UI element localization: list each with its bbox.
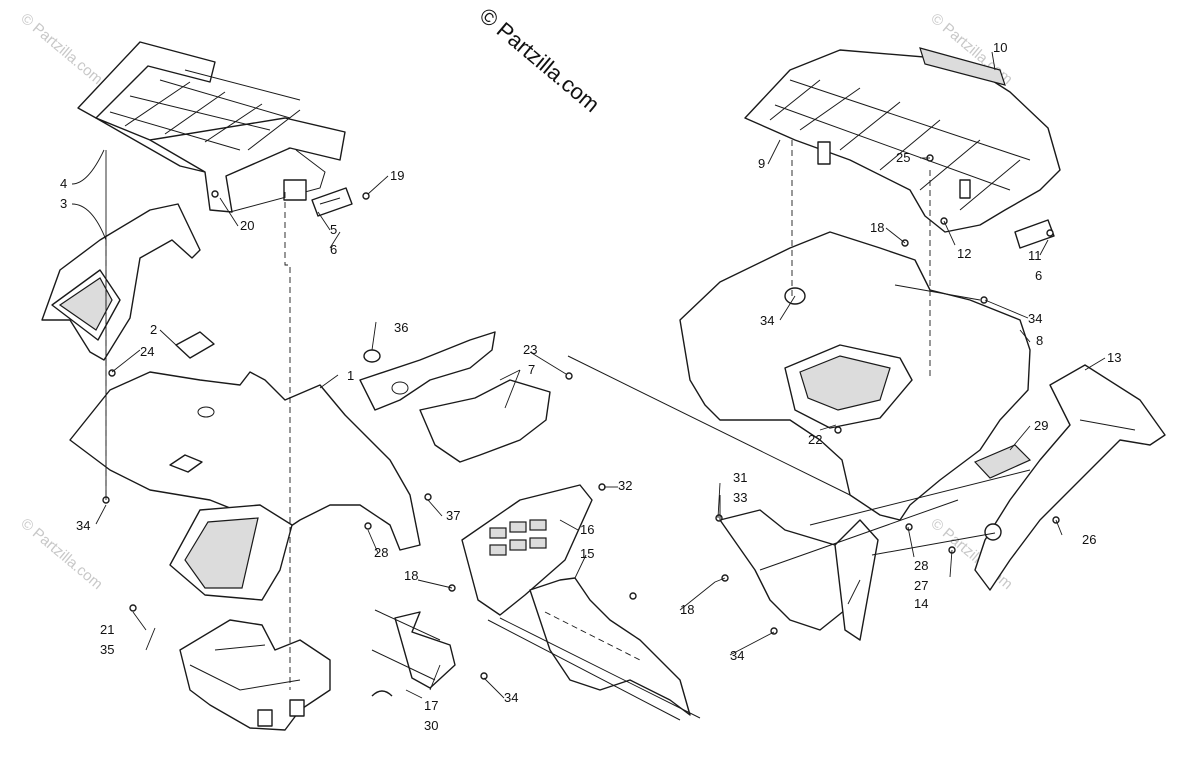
callout-6: 6	[330, 242, 337, 257]
watermark-tile: © Partzilla.com	[17, 515, 105, 593]
rear-decal[interactable]	[973, 444, 1032, 479]
callout-16: 16	[580, 522, 594, 537]
rear-fender-flare[interactable]	[974, 364, 1166, 591]
callout-34: 34	[76, 518, 90, 533]
front-rack[interactable]	[77, 41, 346, 213]
callout-13: 13	[1107, 350, 1121, 365]
callout-1: 1	[347, 368, 354, 383]
callout-31: 31	[733, 470, 747, 485]
callout-5: 5	[330, 222, 337, 237]
front-fender-panel[interactable]	[41, 203, 201, 361]
callout-2: 2	[150, 322, 157, 337]
callout-28: 28	[374, 545, 388, 560]
front-frame-bracket	[179, 619, 331, 731]
callout-34-bottom: 34	[504, 690, 518, 705]
callout-10: 10	[993, 40, 1007, 55]
callout-19: 19	[390, 168, 404, 183]
callout-7: 7	[528, 362, 535, 377]
brand-watermark: © Partzilla.com	[475, 3, 605, 117]
rear-cap[interactable]	[984, 523, 1002, 541]
callout-34-rear: 34	[1028, 311, 1042, 326]
callout-9: 9	[758, 156, 765, 171]
callout-35: 35	[100, 642, 114, 657]
wire-clip[interactable]	[371, 690, 393, 697]
watermark-tile: © Partzilla.com	[17, 10, 105, 88]
rear-fender-body[interactable]	[679, 231, 1031, 521]
callout-25: 25	[896, 150, 910, 165]
left-footrest-panel[interactable]	[529, 577, 691, 716]
callout-3: 3	[60, 196, 67, 211]
callout-18-rear: 18	[870, 220, 884, 235]
callout-12: 12	[957, 246, 971, 261]
callout-27: 27	[914, 578, 928, 593]
callout-6-rear: 6	[1035, 268, 1042, 283]
rear-rack[interactable]	[744, 49, 1061, 233]
callout-18-mid: 18	[680, 602, 694, 617]
front-fender-body[interactable]	[69, 371, 421, 601]
fasteners	[102, 154, 1060, 680]
front-reflector[interactable]	[311, 187, 353, 217]
callout-34-mid: 34	[730, 648, 744, 663]
leader-lines	[71, 51, 1106, 721]
callout-33: 33	[733, 490, 747, 505]
callout-30: 30	[424, 718, 438, 733]
callout-36: 36	[394, 320, 408, 335]
callout-20: 20	[240, 218, 254, 233]
callout-32: 32	[618, 478, 632, 493]
side-panel-pair[interactable]	[359, 331, 551, 463]
callout-8: 8	[1036, 333, 1043, 348]
rack-grip-pad[interactable]	[919, 47, 1006, 86]
callout-14: 14	[914, 596, 928, 611]
callout-17: 17	[424, 698, 438, 713]
callout-4: 4	[60, 176, 67, 191]
callout-23: 23	[523, 342, 537, 357]
footwell-bracket[interactable]	[371, 609, 456, 689]
callout-24: 24	[140, 344, 154, 359]
callout-37: 37	[446, 508, 460, 523]
callout-26: 26	[1082, 532, 1096, 547]
left-footwell[interactable]	[461, 484, 593, 616]
rear-reflector[interactable]	[1014, 219, 1055, 249]
callout-22: 22	[808, 432, 822, 447]
callout-11: 11	[1028, 248, 1042, 263]
callout-29: 29	[1034, 418, 1048, 433]
side-panel-grommet[interactable]	[363, 349, 381, 363]
callout-21: 21	[100, 622, 114, 637]
callout-18: 18	[404, 568, 418, 583]
callout-15: 15	[580, 546, 594, 561]
callout-labels: 1 2 3 4 5 6 6 7 8 9 10 11 12 13 14 15 16…	[60, 40, 1121, 733]
front-fender-label[interactable]	[175, 331, 215, 359]
rear-side-panel[interactable]	[719, 509, 879, 641]
callout-34-cap: 34	[760, 313, 774, 328]
callout-28-rear: 28	[914, 558, 928, 573]
